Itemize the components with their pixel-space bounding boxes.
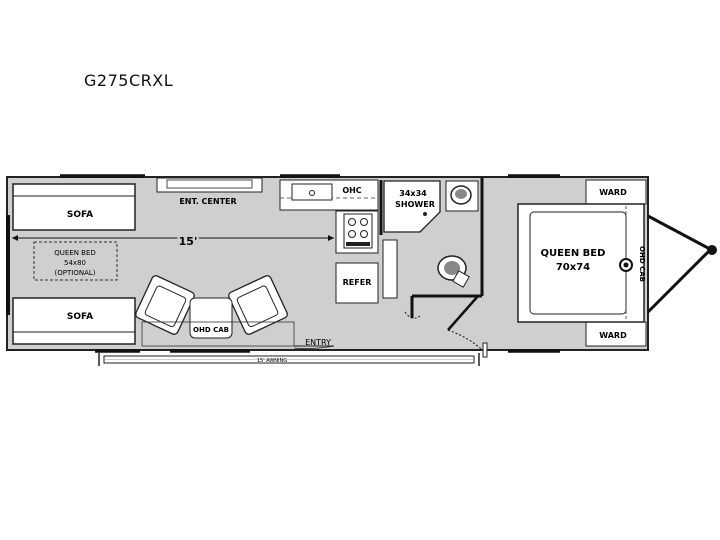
sofa-top: SOFA: [12, 183, 136, 231]
hitch: [619, 214, 717, 314]
shower: 34x34 SHOWER: [383, 180, 441, 233]
chair-right: [228, 275, 288, 335]
sofa-bottom-label: SOFA: [67, 312, 93, 322]
stove: [335, 210, 379, 254]
shower-line1: 34x34: [399, 189, 427, 198]
awning-label: 15' AWNING: [257, 358, 287, 364]
length-label: 15': [179, 235, 198, 248]
shower-line2: SHOWER: [395, 200, 435, 209]
length-dimension: 15': [12, 233, 334, 251]
ward-bottom-label: WARD: [599, 331, 627, 340]
ohd-cab-front-label: OHD CAB: [638, 246, 646, 282]
refer-label: REFER: [343, 278, 372, 287]
ohc-label: OHC: [342, 186, 361, 195]
entry: ENTRY: [293, 338, 335, 350]
queen-bed-line1: QUEEN BED: [541, 248, 606, 259]
optional-queen-bed: QUEEN BED 54x80 (OPTIONAL): [33, 241, 118, 281]
awning: 15' AWNING: [98, 353, 480, 366]
ent-center-label: ENT. CENTER: [179, 197, 236, 206]
refrigerator: REFER: [335, 262, 379, 304]
ent-center: ENT. CENTER: [156, 177, 263, 206]
ohd-cab-table: OHD CAB: [189, 297, 233, 339]
sofa-bottom: SOFA: [12, 297, 136, 345]
ward-top-label: WARD: [599, 188, 627, 197]
kitchen-counter: OHC: [279, 179, 379, 211]
bathroom-sink: [445, 180, 479, 212]
optional-bed-line3: (OPTIONAL): [55, 269, 96, 277]
model-title: G275CRXL: [84, 71, 174, 90]
queen-bed-line2: 70x74: [556, 262, 590, 273]
optional-bed-line1: QUEEN BED: [54, 249, 96, 257]
optional-bed-line2: 54x80: [64, 259, 86, 267]
wall-segments: [60, 174, 560, 353]
front-bedroom: WARD WARD QUEEN BED 70x74 OHD CAB: [517, 179, 647, 347]
sofa-top-label: SOFA: [67, 210, 93, 220]
chair-left: [135, 275, 195, 335]
bathroom-door: [404, 295, 483, 351]
ohd-cab-label: OHD CAB: [193, 326, 229, 334]
toilet: [437, 255, 470, 288]
entry-label: ENTRY: [305, 338, 331, 347]
